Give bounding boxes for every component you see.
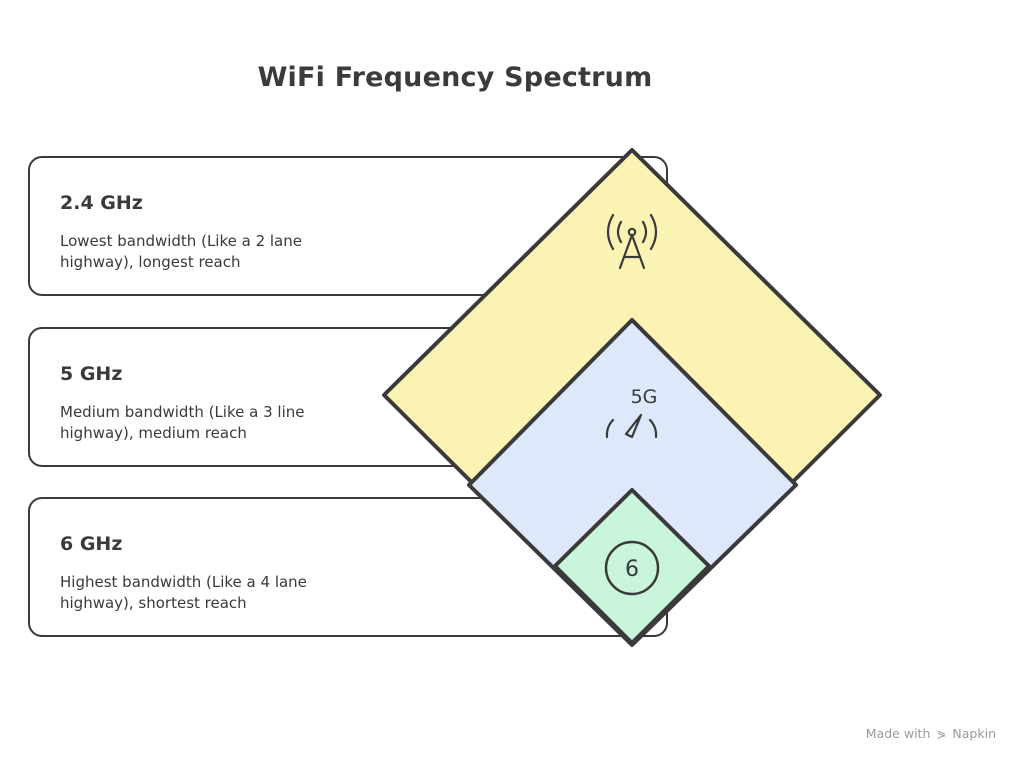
band-title: 6 GHz: [60, 533, 123, 555]
napkin-brand-label: Napkin: [952, 726, 996, 741]
six-icon-label: 6: [625, 557, 639, 582]
5g-icon-label: 5G: [631, 386, 658, 408]
made-with-label: Made with: [865, 726, 931, 741]
band-title: 5 GHz: [60, 363, 123, 385]
made-with-napkin-footer: Made with ⋟ Napkin: [866, 726, 996, 741]
napkin-logo-icon: ⋟: [936, 727, 947, 741]
band-title: 2.4 GHz: [60, 192, 143, 214]
band-description: Medium bandwidth (Like a 3 line highway)…: [60, 403, 305, 442]
band-description: Highest bandwidth (Like a 4 lane highway…: [60, 573, 307, 612]
circled-six-icon: 6: [604, 540, 660, 596]
5g-speedometer-icon: 5G: [605, 386, 658, 439]
diagram-title: WiFi Frequency Spectrum: [257, 62, 653, 93]
antenna-tower-icon: [606, 213, 658, 270]
diamond-6ghz: [553, 488, 711, 645]
band-description: Lowest bandwidth (Like a 2 lane highway)…: [60, 232, 302, 271]
